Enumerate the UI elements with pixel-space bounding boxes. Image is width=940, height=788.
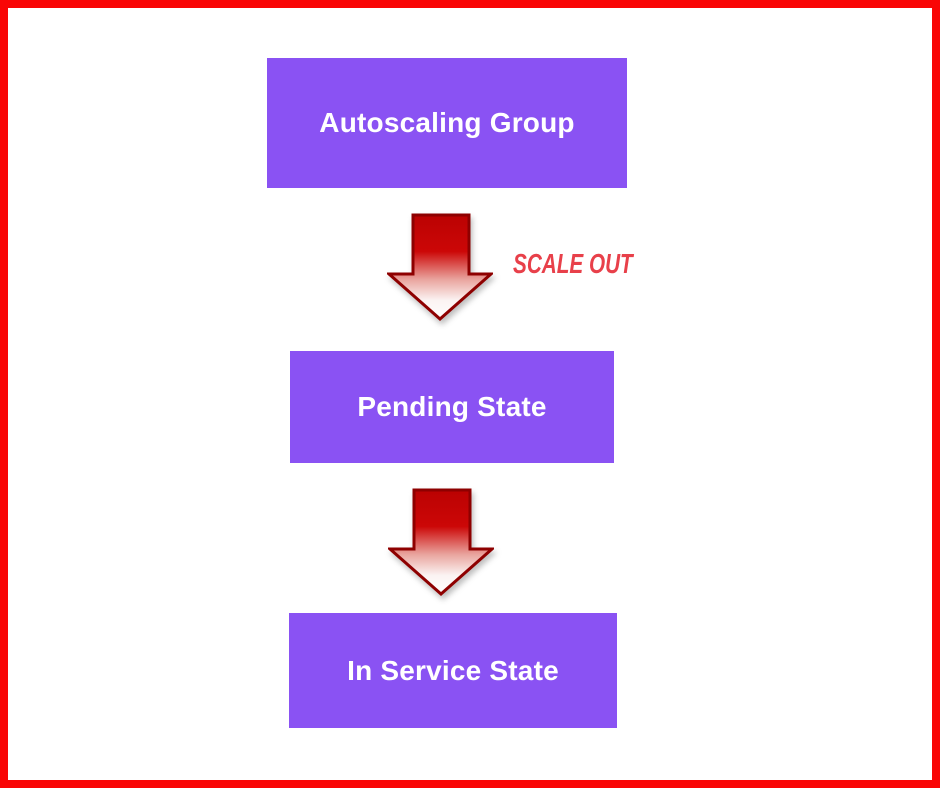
node-in-service-state: In Service State xyxy=(289,613,617,728)
down-arrow-icon xyxy=(387,212,493,322)
node-in-service-state-label: In Service State xyxy=(347,654,559,686)
node-autoscaling-group: Autoscaling Group xyxy=(267,58,627,188)
edge-label-scale-out: SCALE OUT xyxy=(513,248,633,279)
node-pending-state: Pending State xyxy=(290,351,614,463)
node-pending-state-label: Pending State xyxy=(357,391,547,422)
node-autoscaling-group-label: Autoscaling Group xyxy=(319,107,575,138)
down-arrow-icon xyxy=(388,487,494,597)
